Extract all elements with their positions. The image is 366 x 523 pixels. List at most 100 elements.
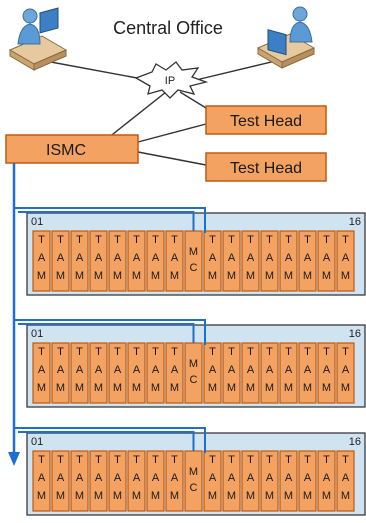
- card-letter: M: [170, 490, 179, 502]
- card-letter: M: [56, 382, 65, 394]
- card-body: [317, 342, 336, 404]
- tam-card: TAM: [32, 342, 51, 404]
- card-letter: M: [284, 382, 293, 394]
- card-letter: T: [342, 346, 349, 358]
- tam-card: TAM: [222, 230, 241, 292]
- card-letter: M: [75, 382, 84, 394]
- card-letter: M: [189, 358, 198, 370]
- card-letter: A: [133, 472, 141, 484]
- card-letter: A: [266, 364, 274, 376]
- card-letter: T: [152, 346, 159, 358]
- bus-arrow-down-icon: [8, 452, 20, 466]
- card-body: [70, 450, 89, 512]
- card-letter: A: [38, 472, 46, 484]
- card-body: [336, 342, 355, 404]
- card-letter: T: [38, 346, 45, 358]
- card-letter: M: [341, 270, 350, 282]
- tam-card: TAM: [89, 342, 108, 404]
- card-letter: A: [342, 252, 350, 264]
- card-letter: M: [208, 270, 217, 282]
- mc-card: MC: [184, 230, 203, 292]
- link-ismc-testhead-1: [137, 123, 207, 143]
- test-head-box: Test Head: [205, 105, 327, 135]
- card-letter: T: [114, 346, 121, 358]
- card-letter: T: [171, 234, 178, 246]
- card-letter: M: [189, 466, 198, 478]
- card-letter: M: [265, 490, 274, 502]
- card-body: [51, 450, 70, 512]
- tam-card: TAM: [298, 230, 317, 292]
- card-body: [184, 230, 203, 292]
- card-body: [298, 342, 317, 404]
- card-letter: T: [304, 346, 311, 358]
- card-letter: M: [322, 490, 331, 502]
- card-letter: M: [246, 270, 255, 282]
- card-letter: M: [37, 382, 46, 394]
- tam-card: TAM: [108, 450, 127, 512]
- tam-card: TAM: [317, 450, 336, 512]
- card-letter: T: [95, 346, 102, 358]
- card-letter: A: [95, 364, 103, 376]
- card-letter: T: [133, 454, 140, 466]
- card-body: [32, 230, 51, 292]
- card-letter: M: [94, 490, 103, 502]
- card-letter: T: [342, 454, 349, 466]
- card-letter: A: [285, 252, 293, 264]
- tam-card: TAM: [127, 450, 146, 512]
- card-letter: M: [284, 490, 293, 502]
- tam-card: TAM: [108, 342, 127, 404]
- card-body: [336, 230, 355, 292]
- shelf-start-label: 01: [31, 328, 43, 340]
- card-letter: A: [209, 472, 217, 484]
- card-letter: A: [228, 472, 236, 484]
- card-letter: T: [171, 346, 178, 358]
- card-body: [222, 342, 241, 404]
- tam-card: TAM: [241, 450, 260, 512]
- card-body: [222, 230, 241, 292]
- card-letter: A: [285, 364, 293, 376]
- card-body: [127, 342, 146, 404]
- card-letter: M: [132, 382, 141, 394]
- tam-card: TAM: [260, 450, 279, 512]
- tam-card: TAM: [89, 230, 108, 292]
- tam-card: TAM: [165, 342, 184, 404]
- tam-card: TAM: [70, 450, 89, 512]
- card-letter: T: [228, 454, 235, 466]
- card-body: [203, 342, 222, 404]
- bus-branch-line: [14, 427, 206, 453]
- mc-card: MC: [184, 450, 203, 512]
- tam-card: TAM: [127, 342, 146, 404]
- card-letter: A: [304, 364, 312, 376]
- card-letter: M: [170, 270, 179, 282]
- card-letter: A: [57, 364, 65, 376]
- card-letter: A: [323, 364, 331, 376]
- card-letter: M: [56, 270, 65, 282]
- card-body: [260, 450, 279, 512]
- tam-card: TAM: [260, 342, 279, 404]
- card-body: [184, 342, 203, 404]
- card-body: [165, 230, 184, 292]
- card-body: [89, 230, 108, 292]
- card-letter: T: [76, 346, 83, 358]
- tam-card: TAM: [298, 450, 317, 512]
- card-letter: A: [171, 472, 179, 484]
- card-letter: T: [228, 346, 235, 358]
- card-body: [241, 342, 260, 404]
- tam-card: TAM: [222, 342, 241, 404]
- tam-card: TAM: [279, 342, 298, 404]
- card-body: [260, 342, 279, 404]
- card-letter: A: [323, 252, 331, 264]
- test-head-label: Test Head: [230, 113, 302, 130]
- card-letter: M: [113, 270, 122, 282]
- shelf-start-label: 01: [31, 216, 43, 228]
- card-letter: A: [133, 364, 141, 376]
- test-head-label: Test Head: [230, 160, 302, 177]
- card-letter: C: [190, 374, 198, 386]
- card-letter: A: [266, 252, 274, 264]
- card-letter: A: [247, 364, 255, 376]
- card-letter: M: [170, 382, 179, 394]
- bus-branch-line: [18, 323, 195, 343]
